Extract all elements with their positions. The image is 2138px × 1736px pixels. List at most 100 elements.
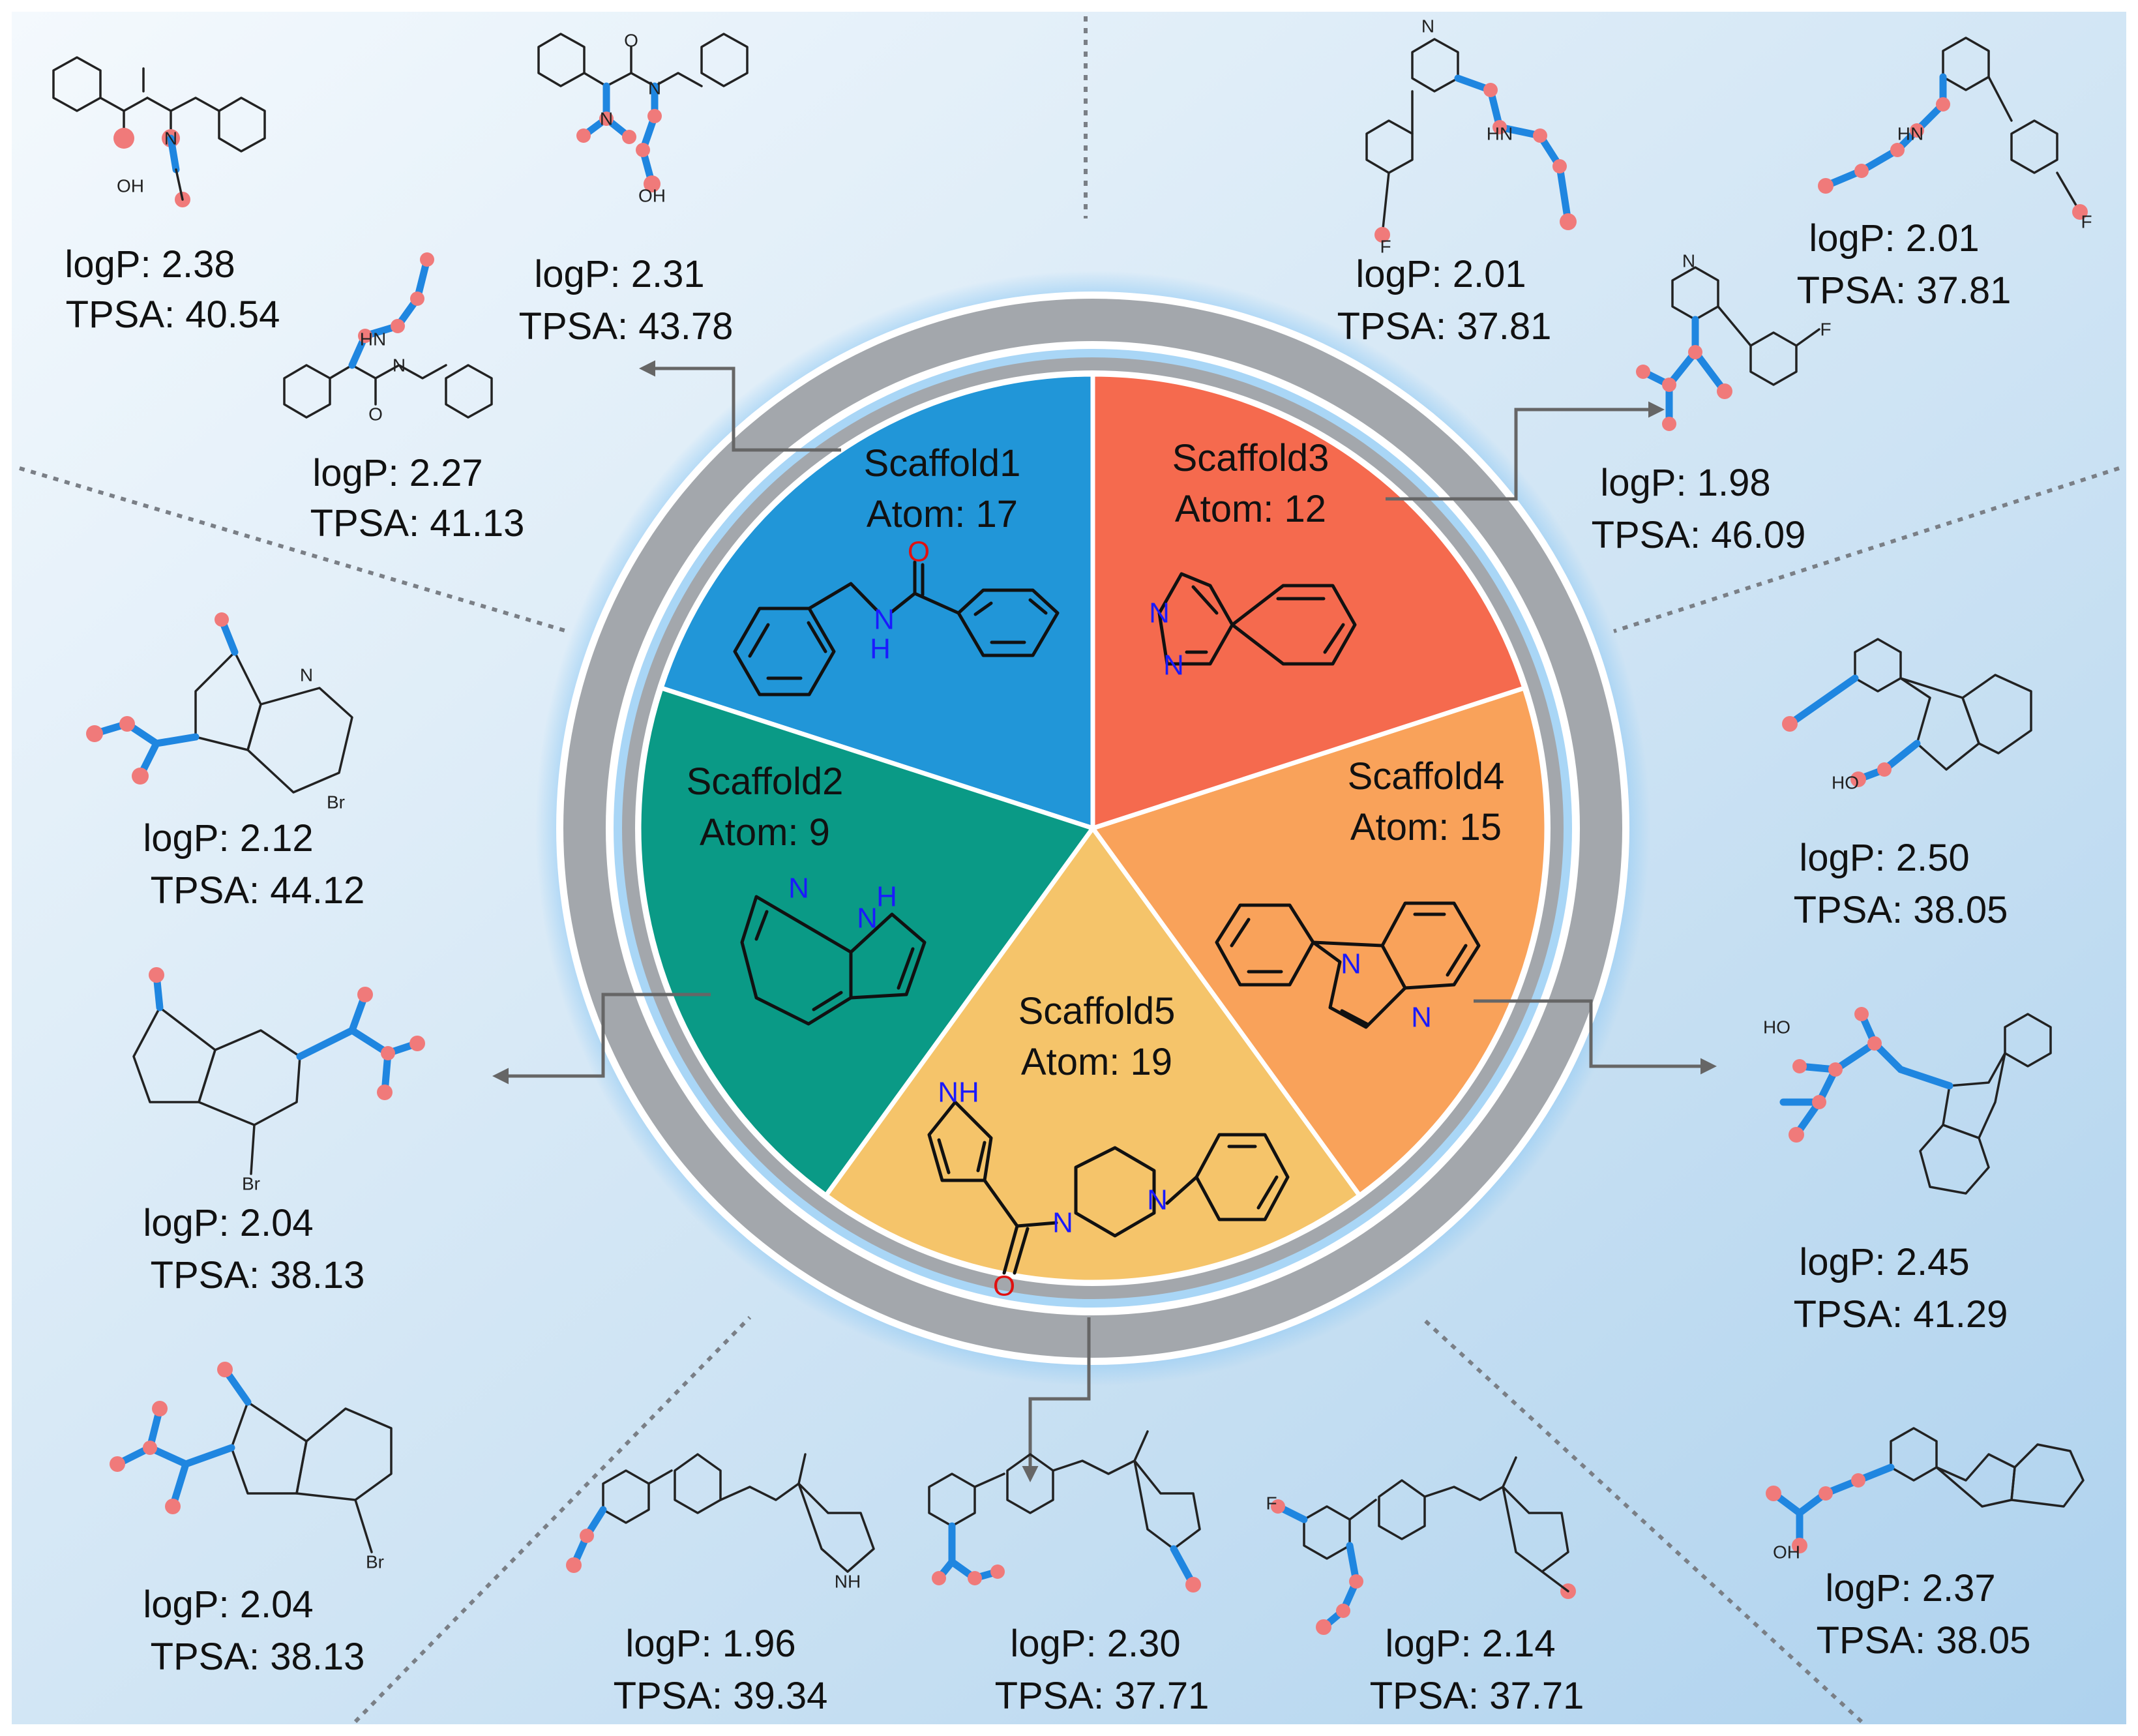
mol2-tpsa: TPSA: 41.13 [310, 502, 525, 545]
mol4-tpsa: TPSA: 37.81 [1797, 269, 2012, 312]
mol3-tpsa: TPSA: 37.81 [1337, 305, 1552, 348]
m3-f: F [1380, 237, 1391, 257]
scaffold2-structure: N H N [740, 873, 927, 1026]
scaffold4-atom-n1: N [1341, 948, 1361, 980]
molecule-sketch-6: Br N [86, 612, 353, 813]
scaffold4-structure: N N [1215, 901, 1481, 1034]
m11-oh: OH [1773, 1542, 1800, 1563]
mol14-logp: logP: 2.14 [1385, 1623, 1555, 1665]
m2-hn: HN [360, 329, 386, 350]
molecule-sketch-1: N N O OH [537, 31, 749, 206]
scaffold2-atom-h: H [876, 881, 897, 913]
mol1-tpsa: TPSA: 43.78 [519, 305, 734, 348]
scaffold1-atom-n: N [874, 604, 895, 636]
mol9-tpsa: TPSA: 38.05 [1794, 889, 2008, 931]
scaffold3-structure: N N [1149, 572, 1357, 681]
sector-scaffold2 [636, 685, 1097, 1199]
scaffold2-atoms: Atom: 9 [700, 811, 830, 854]
m6-br: Br [327, 792, 345, 813]
molecule-sketch-8: Br [110, 1362, 393, 1572]
m4-hn: HN [1897, 124, 1923, 144]
scaffold4-label: Scaffold4 Atom: 15 [1348, 755, 1505, 848]
scaffold5-atom-n1: N [1052, 1207, 1073, 1239]
m1-n1: N [600, 109, 613, 129]
m2-o: O [368, 404, 383, 425]
connector-arrows [492, 360, 1717, 1482]
molecule-sketch-12: NH [566, 1453, 875, 1592]
m0-n: N [164, 128, 177, 149]
molecule-sketch-11: OH [1766, 1427, 2085, 1563]
mol6-logp: logP: 2.12 [143, 817, 313, 860]
mol13-logp: logP: 2.30 [1010, 1623, 1180, 1665]
mol10-logp: logP: 2.45 [1799, 1241, 1969, 1283]
mol4-logp: logP: 2.01 [1809, 217, 1979, 260]
mol7-logp: logP: 2.04 [143, 1202, 313, 1244]
arrow-scaffold1 [639, 360, 841, 452]
mol6-tpsa: TPSA: 44.12 [151, 869, 365, 912]
mol8-logp: logP: 2.04 [143, 1583, 313, 1626]
mol13-tpsa: TPSA: 37.71 [995, 1675, 1210, 1717]
scaffold2-atom-n: N [788, 873, 809, 905]
mol3-logp: logP: 2.01 [1356, 253, 1526, 295]
sector-scaffold3 [1090, 372, 1528, 831]
arrow-scaffold5 [1022, 1317, 1091, 1482]
m6-n: N [300, 665, 313, 685]
scaffold2-atom-n2: N [857, 903, 878, 935]
scaffold4-name: Scaffold4 [1348, 755, 1505, 798]
m4-f: F [2081, 212, 2092, 232]
molecule-sketch-10: HO [1763, 1007, 2052, 1195]
m1-o: O [624, 31, 638, 51]
scaffold5-atom-nh: NH [938, 1077, 979, 1109]
mol0-tpsa: TPSA: 40.54 [66, 293, 280, 336]
m10-ho: HO [1763, 1017, 1790, 1038]
arrow-scaffold3 [1386, 401, 1665, 501]
mol11-logp: logP: 2.37 [1825, 1567, 1995, 1609]
scaffold1-structure: N H O [733, 536, 1060, 696]
m2-nh: N [393, 355, 406, 376]
scaffold5-name: Scaffold5 [1018, 990, 1176, 1032]
scaffold5-structure: NH N N O [927, 1077, 1290, 1302]
scaffold5-label: Scaffold5 Atom: 19 [1018, 990, 1176, 1083]
scaffold5-atoms: Atom: 19 [1021, 1041, 1172, 1083]
mol11-tpsa: TPSA: 38.05 [1817, 1619, 2031, 1662]
scaffold2-label: Scaffold2 Atom: 9 [687, 760, 844, 854]
scaffold3-atom-n1: N [1149, 597, 1170, 629]
mol5-logp: logP: 1.98 [1600, 462, 1770, 504]
molecule-sketch-2: HN N O [283, 252, 493, 425]
scaffold3-atom-n2: N [1163, 650, 1184, 681]
mol12-logp: logP: 1.96 [625, 1623, 795, 1665]
scaffold3-label: Scaffold3 Atom: 12 [1172, 437, 1329, 530]
molecule-sketch-9: HO [1782, 638, 2032, 793]
molecule-sketch-4: HN F [1818, 37, 2092, 232]
mol9-logp: logP: 2.50 [1799, 837, 1969, 879]
molecule-sketch-5: N F [1636, 251, 1832, 431]
scaffold4-atoms: Atom: 15 [1350, 806, 1502, 848]
mol7-tpsa: TPSA: 38.13 [151, 1254, 365, 1296]
scaffold1-atom-o: O [908, 536, 930, 568]
molecule-labels: logP: 2.38 TPSA: 40.54 logP: 2.31 TPSA: … [65, 217, 2030, 1717]
m3-n: N [1421, 16, 1434, 37]
scaffold3-atoms: Atom: 12 [1175, 488, 1326, 530]
mol12-tpsa: TPSA: 39.34 [614, 1675, 828, 1717]
m5-n: N [1682, 251, 1695, 271]
scaffold5-atom-n2: N [1147, 1184, 1168, 1216]
scaffold4-atom-n2: N [1411, 1002, 1432, 1034]
scaffold2-name: Scaffold2 [687, 760, 844, 803]
sector-scaffold1 [658, 372, 1095, 831]
m7-br: Br [242, 1174, 260, 1194]
molecule-sketch-7: Br [132, 967, 425, 1194]
m8-br: Br [366, 1552, 384, 1572]
molecule-sketch-3: N HN F [1365, 16, 1577, 257]
m1-n2: N [648, 78, 661, 98]
m0-oh: OH [117, 176, 144, 196]
mol0-logp: logP: 2.38 [65, 243, 235, 286]
molecule-sketch-13 [928, 1430, 1201, 1593]
scaffold1-label: Scaffold1 Atom: 17 [864, 442, 1021, 535]
scaffold1-atoms: Atom: 17 [867, 493, 1018, 535]
m12-nh: NH [835, 1572, 861, 1592]
mol2-logp: logP: 2.27 [312, 452, 483, 494]
m14-f: F [1266, 1493, 1277, 1514]
scaffold3-name: Scaffold3 [1172, 437, 1329, 479]
